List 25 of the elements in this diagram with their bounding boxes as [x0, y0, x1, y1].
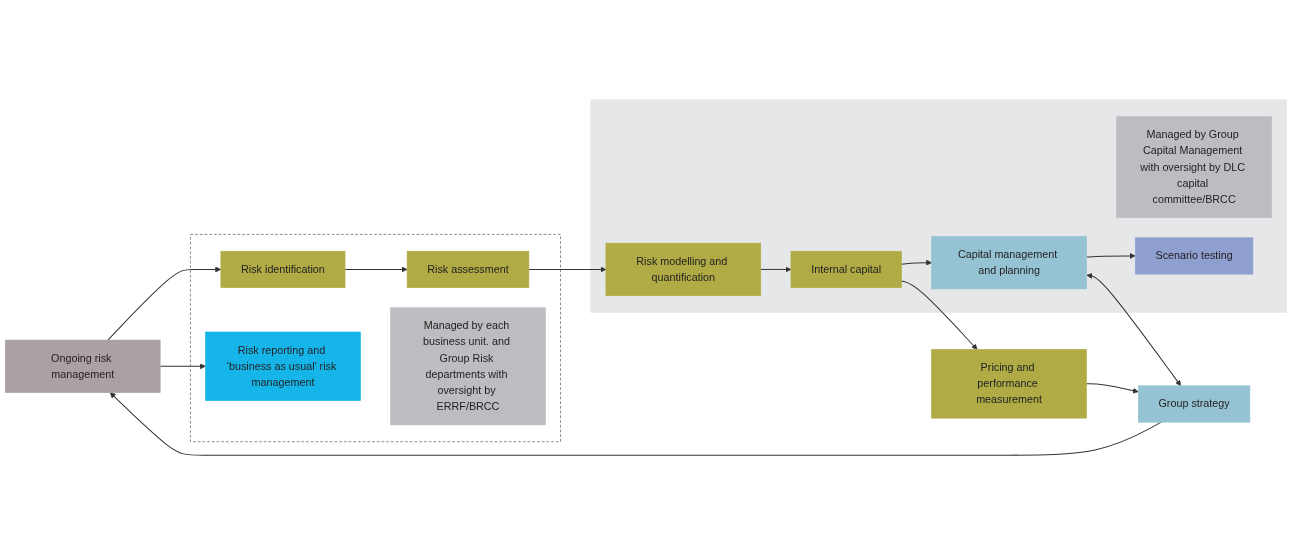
- node-box: Capital management and planning: [931, 236, 1087, 290]
- node-box: Ongoing risk management: [5, 339, 161, 393]
- node-box: Risk assessment: [406, 250, 530, 288]
- arrow: [900, 259, 932, 266]
- arrow: [109, 392, 1162, 456]
- arrow: [1086, 273, 1182, 387]
- arrow: [528, 266, 607, 273]
- node-box: Risk identification: [220, 250, 346, 288]
- node-box: Group strategy: [1137, 385, 1251, 423]
- arrow: [159, 363, 206, 370]
- node-box: Pricing and performance measurement: [931, 349, 1087, 419]
- node-box: Managed by each business unit. and Group Risk departments with oversight by ERRF/BRCC: [390, 307, 546, 426]
- arrow: [900, 280, 978, 350]
- node-box: Managed by Group Capital Management with oversight by DLC capital committee/BRCC: [1116, 116, 1272, 218]
- cluster: [590, 99, 1287, 313]
- node-box: Risk reporting and ‘business as usual’ risk management: [205, 331, 361, 401]
- arrow: [344, 266, 408, 273]
- cluster: [190, 234, 561, 443]
- node-box: Risk modelling and quantification: [605, 242, 762, 296]
- arrow: [1085, 253, 1136, 259]
- node-box: Scenario testing: [1134, 237, 1254, 275]
- arrow: [1085, 383, 1139, 394]
- arrow: [107, 266, 222, 341]
- arrow: [760, 266, 792, 273]
- node-box: Internal capital: [790, 250, 902, 288]
